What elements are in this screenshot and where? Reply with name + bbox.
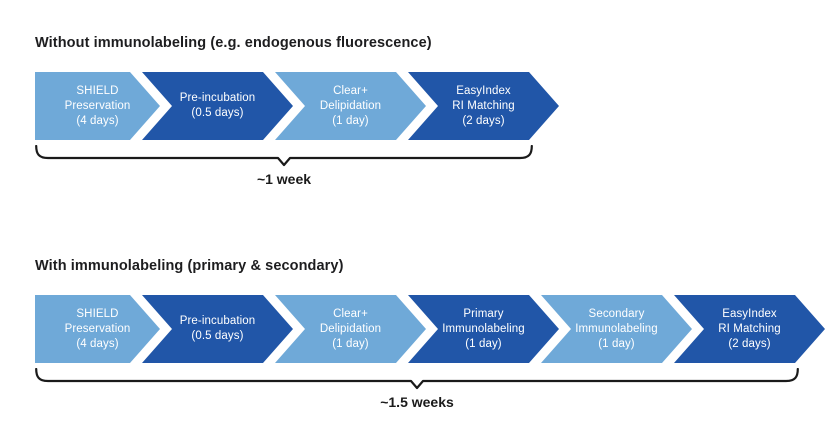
duration-label: ~1.5 weeks: [380, 394, 454, 410]
chevron-step-line: (1 day): [332, 114, 369, 127]
chevron-step-label: Pre-incubation (0.5 days): [180, 91, 256, 121]
chevron-step-line: Pre-incubation: [179, 315, 256, 327]
chevron-step-line: EasyIndex: [722, 307, 777, 320]
chevron-step-line: Secondary: [588, 307, 645, 320]
chevron-step-line: SHIELD: [76, 84, 119, 97]
chevron-row: SHIELD Preservation (4 days) Pre-incubation…: [35, 72, 830, 140]
chevron-step-line: (0.5 days): [191, 330, 244, 342]
chevron-step: Pre-incubation (0.5 days): [142, 72, 293, 140]
duration-bracket: [35, 145, 533, 167]
chevron-step-label: EasyIndex RI Matching (2 days): [452, 84, 514, 129]
section-title: With immunolabeling (primary & secondary…: [35, 258, 344, 274]
chevron-step: EasyIndex RI Matching (2 days): [674, 295, 825, 363]
chevron-step: EasyIndex RI Matching (2 days): [408, 72, 559, 140]
duration-bracket: [35, 368, 799, 390]
chevron-step-label: Pre-incubation (0.5 days): [180, 314, 256, 344]
chevron-step-line: Immunolabeling: [575, 322, 658, 335]
chevron-step-line: Delipidation: [319, 99, 382, 112]
chevron-step-line: (1 day): [598, 337, 635, 350]
chevron-step-line: (2 days): [728, 337, 771, 350]
chevron-step-line: Immunolabeling: [442, 322, 525, 335]
sections-container: Without immunolabeling (e.g. endogenous …: [35, 0, 830, 410]
chevron-step-label: SHIELD Preservation (4 days): [65, 307, 131, 352]
chevron-step-line: Preservation: [64, 322, 131, 335]
workflow-section: Without immunolabeling (e.g. endogenous …: [35, 0, 830, 187]
chevron-step-line: RI Matching: [718, 322, 781, 335]
chevron-step-label: Clear+ Delipidation (1 day): [320, 307, 381, 352]
chevron-row: SHIELD Preservation (4 days) Pre-incubation…: [35, 295, 830, 363]
chevron-step-line: (0.5 days): [191, 107, 244, 119]
chevron-step-line: EasyIndex: [456, 84, 511, 97]
workflow-section: With immunolabeling (primary & secondary…: [35, 187, 830, 410]
chevron-step: SHIELD Preservation (4 days): [35, 72, 160, 140]
chevron-step-line: (2 days): [462, 114, 505, 127]
chevron-step-line: Pre-incubation: [179, 92, 256, 104]
chevron-step: Clear+ Delipidation (1 day): [275, 295, 426, 363]
chevron-step: Pre-incubation (0.5 days): [142, 295, 293, 363]
chevron-step-line: Preservation: [64, 99, 131, 112]
section-title: Without immunolabeling (e.g. endogenous …: [35, 35, 432, 51]
chevron-step-line: Clear+: [333, 84, 368, 97]
chevron-step-line: Delipidation: [319, 322, 382, 335]
chevron-step-line: Clear+: [333, 307, 368, 320]
chevron-step-label: SHIELD Preservation (4 days): [65, 84, 131, 129]
chevron-step-line: (1 day): [465, 337, 502, 350]
chevron-step-line: SHIELD: [76, 307, 119, 320]
chevron-step: SHIELD Preservation (4 days): [35, 295, 160, 363]
chevron-step: Clear+ Delipidation (1 day): [275, 72, 426, 140]
chevron-step-line: RI Matching: [452, 99, 515, 112]
chevron-step-line: (1 day): [332, 337, 369, 350]
chevron-step-line: (4 days): [76, 114, 119, 127]
chevron-step-line: (4 days): [76, 337, 119, 350]
chevron-step-label: EasyIndex RI Matching (2 days): [718, 307, 780, 352]
duration-label: ~1 week: [256, 171, 312, 187]
chevron-step-label: Clear+ Delipidation (1 day): [320, 84, 381, 129]
chevron-step-line: Primary: [463, 307, 504, 320]
